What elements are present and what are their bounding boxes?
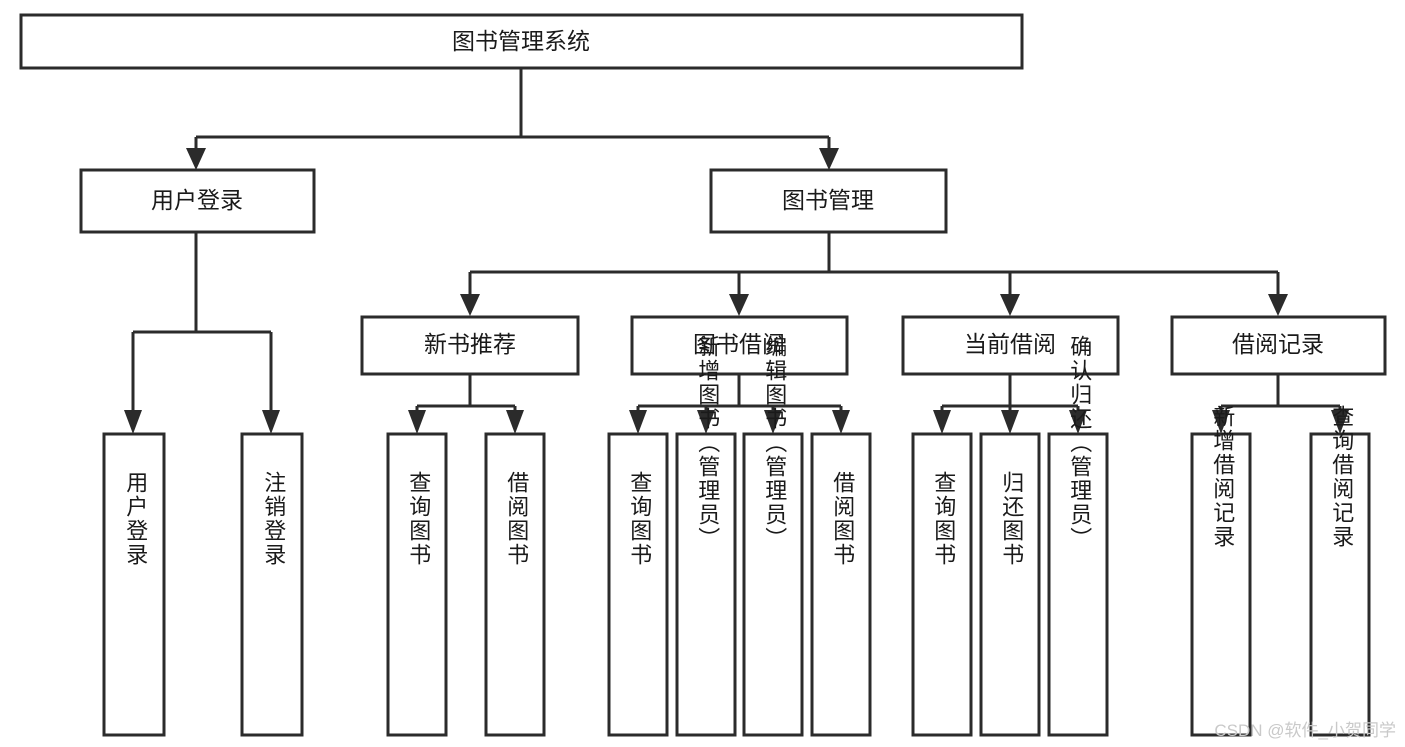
- node-book-manage-label: 图书管理: [782, 187, 874, 213]
- node-current-borrow-box[interactable]: [901, 315, 1120, 376]
- node-leaf-borrow-book-1-label: 借阅图书: [504, 471, 529, 567]
- node-new-book-rec[interactable]: 新书推荐: [360, 315, 580, 376]
- node-borrow-record-label: 借阅记录: [1232, 331, 1324, 357]
- connector-group-book-borrow: [629, 374, 850, 434]
- arrow-head-current-borrow: [1000, 294, 1020, 316]
- node-leaf-add-record-label: 新增借阅记录: [1210, 405, 1235, 549]
- arrow-head-leaf-borrow-book-1: [506, 410, 524, 434]
- arrow-head-leaf-confirm-return: [1069, 410, 1087, 434]
- arrow-head-leaf-query-book-3: [933, 410, 951, 434]
- node-user-login[interactable]: 用户登录: [79, 168, 316, 234]
- node-borrow-record[interactable]: 借阅记录: [1170, 315, 1387, 376]
- node-leaf-confirm-return-box[interactable]: [1047, 432, 1109, 737]
- node-leaf-borrow-book-2[interactable]: 借阅图书: [810, 432, 872, 737]
- arrow-head-leaf-query-book-1: [408, 410, 426, 434]
- node-leaf-query-book-2[interactable]: 查询图书: [607, 432, 669, 737]
- arrow-head-leaf-user-login: [124, 410, 142, 434]
- node-leaf-query-book-3[interactable]: 查询图书: [911, 432, 973, 737]
- node-user-login-label: 用户登录: [151, 187, 243, 213]
- node-book-borrow-box[interactable]: [630, 315, 849, 376]
- node-leaf-add-book-box[interactable]: [675, 432, 737, 737]
- arrow-head-leaf-query-book-2: [629, 410, 647, 434]
- node-leaf-user-login-label: 用户登录: [123, 471, 148, 567]
- node-leaf-confirm-return-label: 确认归还（管理员）: [1067, 335, 1092, 551]
- arrow-head-leaf-add-book: [697, 410, 715, 434]
- node-leaf-user-logout-label: 注销登录: [261, 471, 286, 567]
- node-leaf-query-book-1-box[interactable]: [386, 432, 448, 737]
- node-borrow-record-box[interactable]: [1170, 315, 1387, 376]
- node-leaf-return-book[interactable]: 归还图书: [979, 432, 1041, 737]
- node-leaf-add-book-label: 新增图书（管理员）: [695, 335, 720, 551]
- node-book-borrow-label: 图书借阅: [693, 331, 785, 357]
- node-leaf-user-login[interactable]: 用户登录: [102, 432, 166, 737]
- node-leaf-user-logout[interactable]: 注销登录: [240, 432, 304, 737]
- node-leaf-query-book-3-box[interactable]: [911, 432, 973, 737]
- connector-group-user-login: [124, 232, 280, 434]
- node-new-book-rec-box[interactable]: [360, 315, 580, 376]
- node-user-login-box[interactable]: [79, 168, 316, 234]
- node-leaf-query-record-label: 查询借阅记录: [1329, 405, 1354, 549]
- arrow-head-leaf-user-logout: [262, 410, 280, 434]
- node-book-manage-box[interactable]: [709, 168, 948, 234]
- node-leaf-query-book-2-box[interactable]: [607, 432, 669, 737]
- arrow-head-borrow-record: [1268, 294, 1288, 316]
- node-leaf-add-book[interactable]: 新增图书（管理员）: [675, 335, 737, 737]
- node-leaf-borrow-book-2-label: 借阅图书: [830, 471, 855, 567]
- arrow-head-book-manage: [819, 148, 839, 170]
- node-root[interactable]: 图书管理系统: [19, 13, 1024, 70]
- csdn-watermark: CSDN @软件_小贺同学: [1214, 721, 1396, 740]
- node-leaf-confirm-return[interactable]: 确认归还（管理员）: [1047, 335, 1109, 737]
- node-root-box[interactable]: [19, 13, 1024, 70]
- node-leaf-return-book-label: 归还图书: [999, 471, 1024, 567]
- connector-group-current-borrow: [933, 374, 1087, 434]
- node-leaf-user-logout-box[interactable]: [240, 432, 304, 737]
- node-leaf-query-book-3-label: 查询图书: [931, 471, 956, 567]
- node-leaf-edit-book[interactable]: 编辑图书（管理员）: [742, 335, 804, 737]
- node-new-book-rec-label: 新书推荐: [424, 331, 516, 357]
- arrow-head-leaf-borrow-book-2: [832, 410, 850, 434]
- node-current-borrow-label: 当前借阅: [964, 331, 1056, 357]
- node-root-label: 图书管理系统: [452, 28, 590, 54]
- node-leaf-borrow-book-1-box[interactable]: [484, 432, 546, 737]
- arrow-head-new-book-rec: [460, 294, 480, 316]
- node-leaf-edit-book-label: 编辑图书（管理员）: [762, 335, 787, 551]
- connector-group-borrow-record: [1212, 374, 1349, 434]
- node-leaf-query-record[interactable]: 查询借阅记录: [1309, 405, 1371, 737]
- arrow-head-leaf-query-record: [1331, 410, 1349, 434]
- node-leaf-user-login-box[interactable]: [102, 432, 166, 737]
- node-leaf-edit-book-box[interactable]: [742, 432, 804, 737]
- arrow-head-leaf-edit-book: [764, 410, 782, 434]
- arrow-head-leaf-add-record: [1212, 410, 1230, 434]
- connector-group-new-book-rec: [408, 374, 524, 434]
- node-leaf-add-record-box[interactable]: [1190, 432, 1252, 737]
- node-book-manage[interactable]: 图书管理: [709, 168, 948, 234]
- arrow-head-leaf-return-book: [1001, 410, 1019, 434]
- node-leaf-query-record-box[interactable]: [1309, 432, 1371, 737]
- connector-group-book-manage: [460, 232, 1288, 316]
- node-leaf-add-record[interactable]: 新增借阅记录: [1190, 405, 1252, 737]
- arrow-head-user-login: [186, 148, 206, 170]
- arrow-head-book-borrow: [729, 294, 749, 316]
- node-leaf-query-book-1[interactable]: 查询图书: [386, 432, 448, 737]
- node-leaf-query-book-1-label: 查询图书: [406, 471, 431, 567]
- connector-group-root: [186, 68, 839, 170]
- node-leaf-query-book-2-label: 查询图书: [627, 471, 652, 567]
- node-leaf-borrow-book-2-box[interactable]: [810, 432, 872, 737]
- node-current-borrow[interactable]: 当前借阅: [901, 315, 1120, 376]
- node-leaf-return-book-box[interactable]: [979, 432, 1041, 737]
- node-book-borrow[interactable]: 图书借阅: [630, 315, 849, 376]
- node-leaf-borrow-book-1[interactable]: 借阅图书: [484, 432, 546, 737]
